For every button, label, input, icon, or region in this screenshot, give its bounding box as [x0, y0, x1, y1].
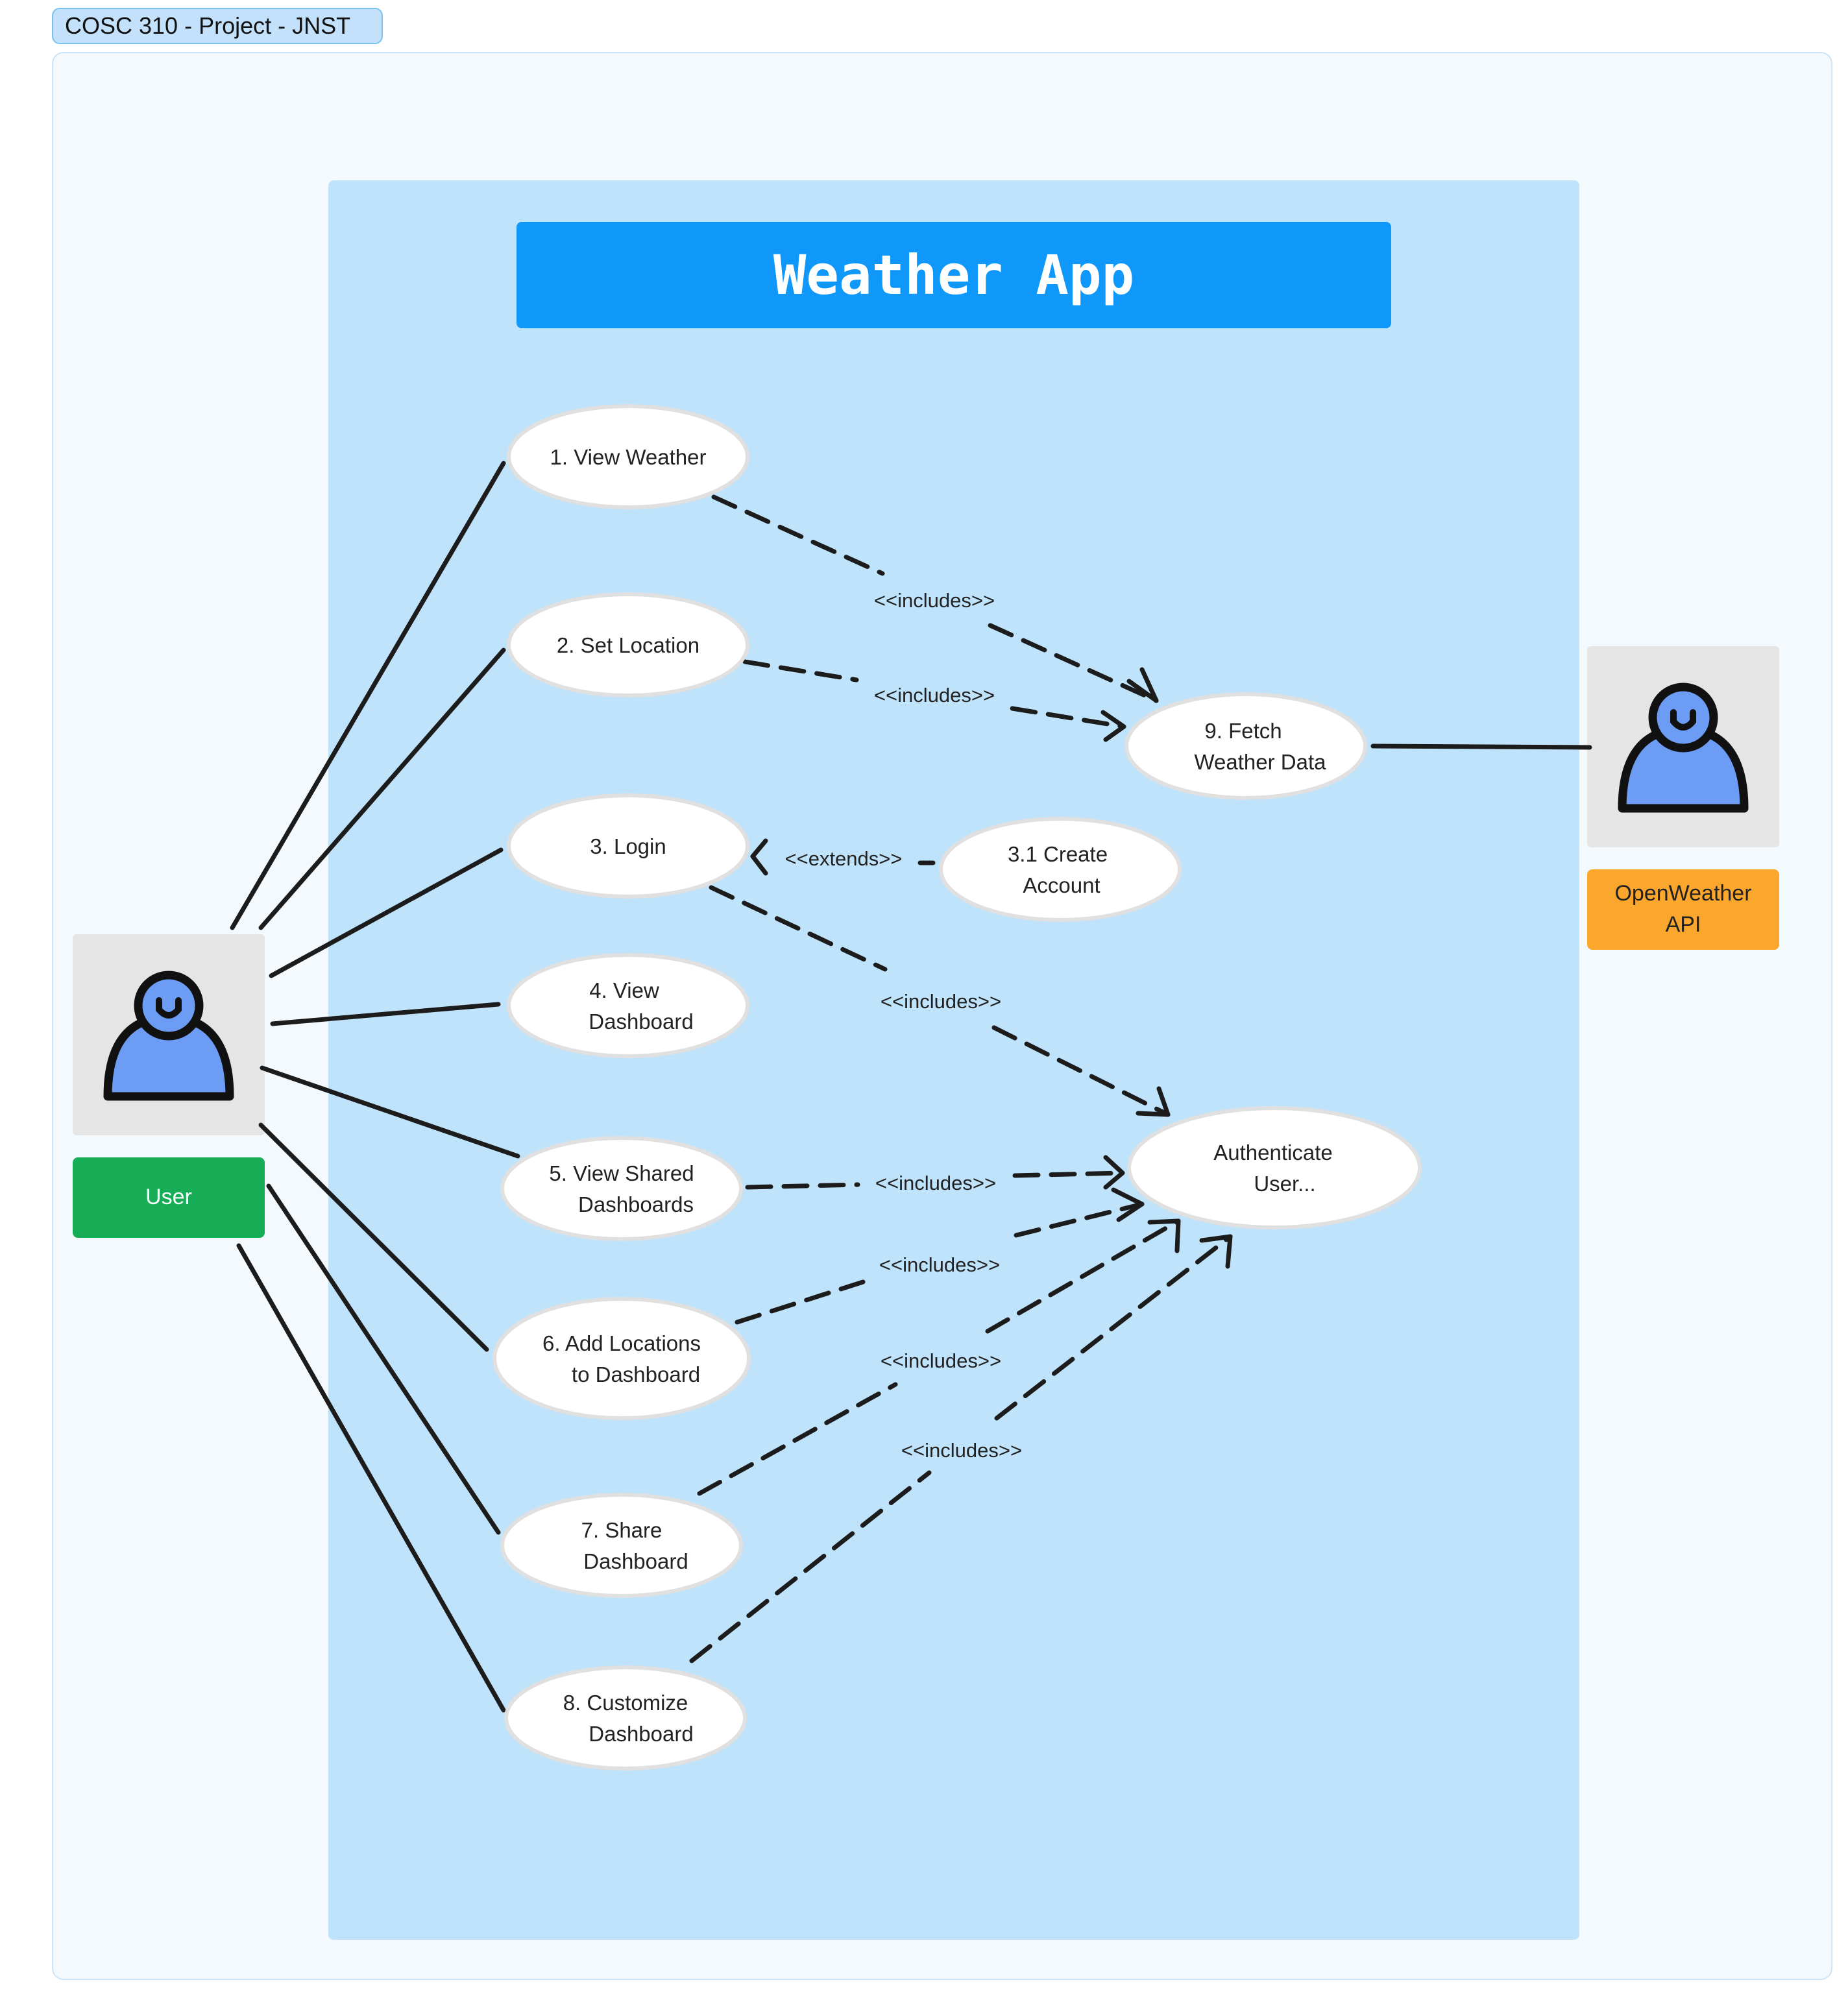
label-include-1: <<includes>>	[874, 589, 995, 612]
uc7-line2: Dashboard	[583, 1549, 688, 1573]
uc8-line1: 8. Customize	[563, 1691, 688, 1715]
user-person-icon	[103, 971, 234, 1101]
use-case-create-account[interactable]: 3.1 Create Account	[939, 817, 1182, 922]
uc31-line1: 3.1 Create	[1008, 842, 1108, 866]
include-uc3-auth	[709, 885, 1171, 1117]
use-case-share-dashboard[interactable]: 7. Share Dashboard	[500, 1493, 743, 1598]
include-uc7-auth	[697, 1218, 1181, 1496]
include-uc8-auth	[689, 1234, 1233, 1663]
auth-line2: User...	[1254, 1172, 1315, 1196]
use-case-fetch-weather-data[interactable]: 9. Fetch Weather Data	[1125, 692, 1367, 800]
uc5-line2: Dashboards	[578, 1192, 694, 1216]
include-uc6-auth	[735, 1187, 1145, 1325]
uc4-line1: 4. View	[589, 978, 659, 1002]
uc6-line2: to Dashboard	[572, 1362, 700, 1386]
uc8-line2: Dashboard	[589, 1722, 693, 1746]
use-case-add-locations[interactable]: 6. Add Locations to Dashboard	[492, 1297, 751, 1420]
include-uc5-auth	[745, 1155, 1125, 1190]
frame-tag[interactable]: COSC 310 - Project - JNST	[52, 8, 383, 44]
use-case-set-location[interactable]: 2. Set Location	[507, 592, 749, 697]
assoc-user-uc5	[260, 1065, 520, 1159]
user-actor-label: User	[73, 1157, 265, 1238]
assoc-user-uc6	[258, 1122, 489, 1352]
include-uc1-uc9	[711, 494, 1159, 703]
api-actor-label: OpenWeather API	[1587, 869, 1779, 950]
use-case-view-shared-dashboards[interactable]: 5. View Shared Dashboards	[500, 1136, 743, 1241]
uc4-line2: Dashboard	[589, 1009, 693, 1033]
assoc-user-uc2	[258, 647, 506, 930]
use-case-authenticate-user[interactable]: Authenticate User...	[1127, 1106, 1422, 1229]
assoc-user-uc8	[236, 1243, 506, 1713]
uc9-line1: 9. Fetch	[1204, 719, 1282, 743]
api-person-icon	[1618, 682, 1749, 813]
use-case-view-dashboard[interactable]: 4. View Dashboard	[507, 953, 749, 1058]
assoc-uc9-api	[1370, 743, 1592, 750]
assoc-user-uc7	[266, 1183, 501, 1535]
use-case-login[interactable]: 3. Login	[507, 793, 749, 899]
assoc-user-uc4	[270, 1002, 501, 1026]
uc7-line1: 7. Share	[581, 1518, 663, 1542]
auth-line1: Authenticate	[1213, 1141, 1332, 1165]
label-include-2: <<includes>>	[874, 684, 995, 707]
label-include-3: <<includes>>	[881, 990, 1001, 1013]
label-include-5: <<includes>>	[879, 1253, 1000, 1276]
use-case-view-weather[interactable]: 1. View Weather	[507, 404, 749, 509]
api-label-line1: OpenWeather	[1614, 881, 1752, 906]
assoc-user-uc3	[269, 847, 504, 978]
uc9-line2: Weather Data	[1195, 750, 1327, 774]
include-uc2-uc9	[742, 659, 1126, 742]
uc1-line1: 1. View Weather	[550, 445, 707, 469]
assoc-user-uc1	[230, 461, 506, 930]
uc5-line1: 5. View Shared	[549, 1161, 694, 1185]
system-title: Weather App	[517, 222, 1391, 328]
label-include-6: <<includes>>	[881, 1349, 1001, 1372]
label-include-7: <<includes>>	[901, 1439, 1022, 1462]
uc2-line1: 2. Set Location	[557, 633, 699, 657]
api-label-line2: API	[1665, 912, 1701, 937]
extend-uc31-uc3	[750, 838, 936, 876]
uc31-line2: Account	[1023, 873, 1100, 897]
label-extend: <<extends>>	[785, 847, 903, 870]
label-include-4: <<includes>>	[875, 1172, 996, 1194]
use-case-customize-dashboard[interactable]: 8. Customize Dashboard	[504, 1665, 747, 1770]
uc3-line1: 3. Login	[590, 834, 666, 858]
uc6-line1: 6. Add Locations	[542, 1331, 701, 1355]
